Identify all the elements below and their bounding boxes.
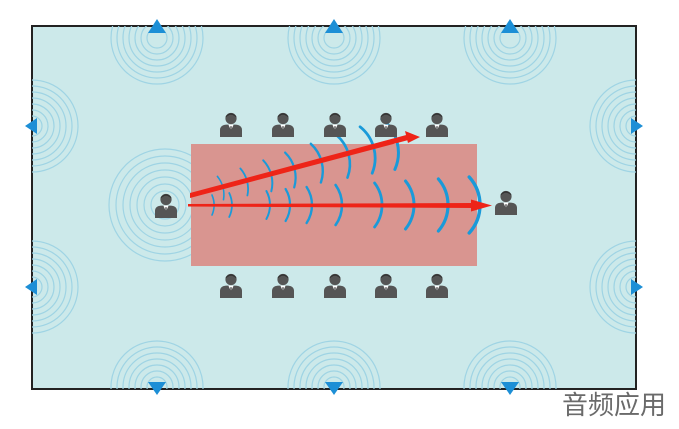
sound-propagation-arrows xyxy=(188,131,492,212)
arrow-to-near-listener xyxy=(190,134,416,198)
speaker-icon xyxy=(25,118,37,134)
speaker-ripple xyxy=(589,240,636,334)
speaker-ripple xyxy=(110,340,204,389)
speaker-ripple xyxy=(32,79,79,173)
speaker-icon xyxy=(148,382,166,395)
speaker-icon xyxy=(25,279,37,295)
speaker-icon xyxy=(631,279,643,295)
speaker-icon xyxy=(148,19,166,33)
speaker-ripple xyxy=(32,240,79,334)
speaker-ripple xyxy=(463,340,557,389)
arrow-head-near xyxy=(405,131,420,143)
speaker-ripple xyxy=(463,26,557,85)
speaker-icon xyxy=(325,19,343,33)
speaker-icon xyxy=(325,382,343,395)
speaker-ripple xyxy=(287,340,381,389)
watermark-text: 音频应用 xyxy=(562,391,666,421)
speaker-icon xyxy=(501,19,519,33)
speaker-ripple xyxy=(589,79,636,173)
arrow-head-far xyxy=(471,199,492,212)
speaker-icon xyxy=(631,118,643,134)
arrow-to-far-listener xyxy=(188,203,474,208)
speaker-icon xyxy=(501,382,519,395)
ceiling-speakers xyxy=(25,19,643,395)
